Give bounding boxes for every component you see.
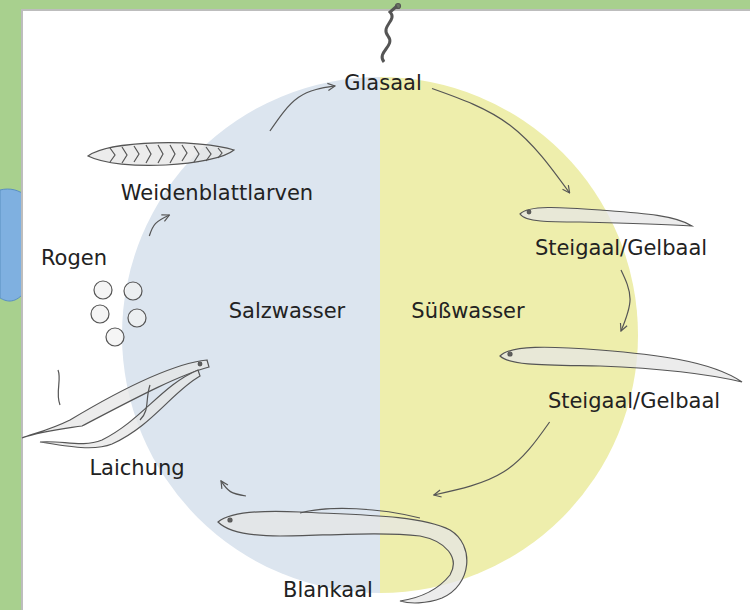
- life-stage: Laichung: [18, 350, 216, 486]
- stage-label: Blankaal: [283, 577, 373, 603]
- glass-eel: [382, 6, 397, 62]
- cycle-arrow: [434, 422, 550, 495]
- stage-label: Steigaal/Gelbaal: [548, 388, 720, 414]
- life-stage: Rogen: [28, 240, 154, 354]
- half-circle-fill: [380, 77, 638, 593]
- stage-label: Rogen: [41, 245, 107, 271]
- freshwater-region: Süßwasser: [380, 77, 638, 593]
- region-label: Süßwasser: [411, 298, 524, 324]
- leaf-larva: [88, 143, 234, 166]
- cycle-arrow: [270, 86, 335, 131]
- cycle-arrow: [432, 88, 570, 193]
- life-stage: Steigaal/Gelbaal: [512, 198, 730, 266]
- eel-eye: [198, 362, 202, 366]
- yellow-eel: [500, 347, 742, 382]
- eel-eye: [228, 518, 232, 522]
- spawning-eel: [22, 360, 209, 438]
- stage-label: Weidenblattlarven: [121, 180, 313, 206]
- eel-fin: [300, 508, 420, 518]
- eel-drawings: [22, 4, 742, 603]
- egg: [128, 309, 146, 327]
- region-label: Salzwasser: [229, 298, 346, 324]
- stage-label: Glasaal: [344, 70, 422, 96]
- larva-chevrons: [110, 145, 222, 163]
- egg: [91, 305, 109, 323]
- spawning-eel: [40, 370, 200, 448]
- cycle-arrow: [149, 215, 169, 236]
- cycle-arrow: [221, 481, 246, 496]
- stage-label: Steigaal/Gelbaal: [535, 235, 707, 261]
- egg: [94, 281, 112, 299]
- eel-fin: [58, 370, 150, 420]
- stage-label: Laichung: [89, 455, 184, 481]
- silver-eel: [218, 511, 467, 603]
- yellow-eel: [520, 207, 692, 226]
- life-stage: Weidenblattlarven: [85, 135, 335, 210]
- egg: [106, 328, 124, 346]
- egg: [124, 282, 142, 300]
- eel-eye: [508, 352, 512, 356]
- life-stage: Steigaal/Gelbaal: [496, 336, 746, 418]
- half-circle: [380, 77, 638, 593]
- eel-eye: [527, 210, 531, 214]
- life-stage: Blankaal: [208, 500, 474, 607]
- glass-eel-head: [396, 4, 401, 9]
- diagram-panel: [22, 10, 750, 610]
- cycle-arrow: [621, 270, 630, 331]
- life-stage: Glasaal: [340, 4, 428, 100]
